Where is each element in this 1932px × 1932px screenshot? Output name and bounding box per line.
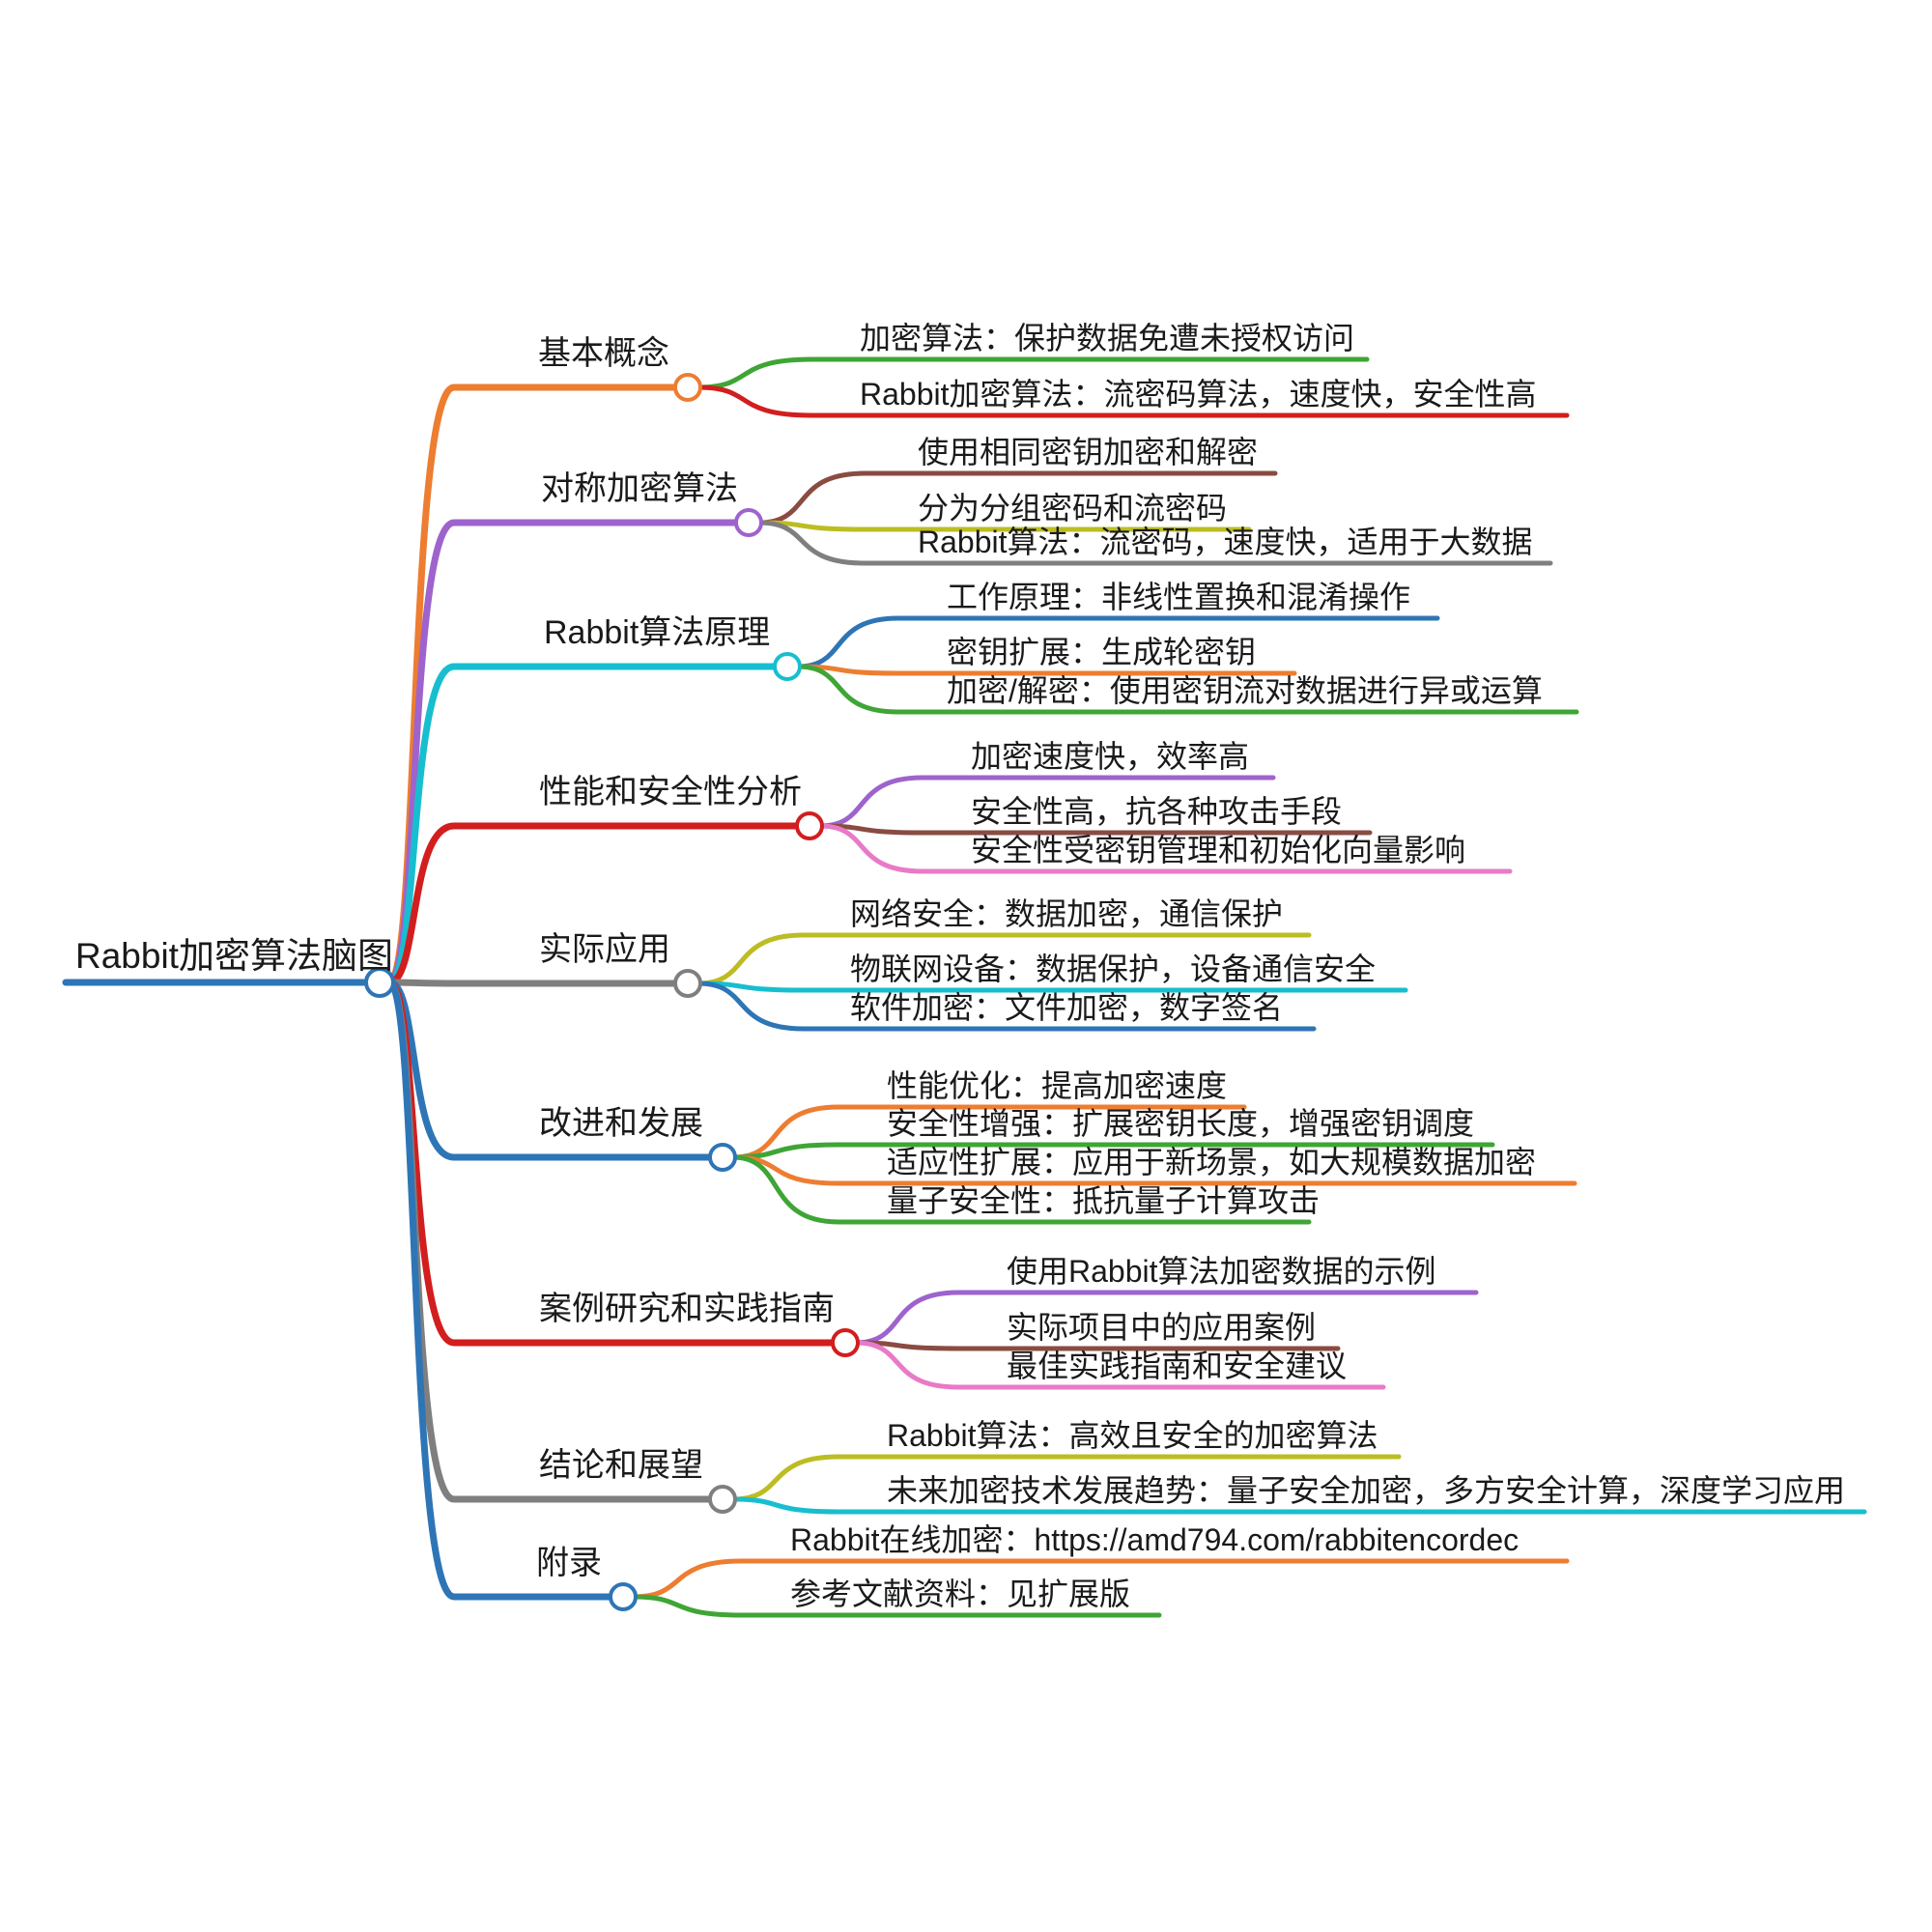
- branch-label[interactable]: 性能和安全性分析: [539, 774, 802, 810]
- leaf-label: 加密/解密：使用密钥流对数据进行异或运算: [947, 673, 1543, 708]
- branch-node[interactable]: [708, 1485, 737, 1514]
- branch-label[interactable]: 改进和发展: [539, 1105, 703, 1142]
- branch-label[interactable]: 案例研究和实践指南: [539, 1291, 835, 1327]
- branch-connector: [385, 519, 742, 986]
- leaf-label: Rabbit在线加密：https://amd794.com/rabbitenco…: [790, 1522, 1520, 1557]
- leaf-label: 加密速度快，效率高: [971, 739, 1250, 774]
- leaf-label: 安全性增强：扩展密钥长度，增强密钥调度: [887, 1106, 1475, 1141]
- branch-label[interactable]: 对称加密算法: [541, 470, 738, 507]
- branch-node[interactable]: [773, 652, 802, 681]
- branch-node[interactable]: [673, 373, 702, 402]
- branch-label[interactable]: 结论和展望: [539, 1447, 703, 1484]
- leaf-label: 分为分组密码和流密码: [918, 491, 1228, 526]
- branch-connector: [385, 979, 838, 1347]
- leaf-label: 安全性高，抗各种攻击手段: [971, 794, 1343, 829]
- leaf-label: 加密算法：保护数据免遭未授权访问: [860, 321, 1355, 355]
- branch-connector: [385, 979, 616, 1601]
- branch-connector: [385, 979, 681, 987]
- leaf-label: 物联网设备：数据保护，设备通信安全: [850, 952, 1377, 986]
- leaf-label: 性能优化：提高加密速度: [887, 1068, 1228, 1103]
- branch-label[interactable]: 基本概念: [538, 335, 669, 372]
- branch-node[interactable]: [795, 811, 824, 840]
- leaf-label: Rabbit算法：高效且安全的加密算法: [887, 1418, 1378, 1453]
- leaf-label: 密钥扩展：生成轮密钥: [947, 635, 1257, 669]
- leaf-label: 网络安全：数据加密，通信保护: [850, 896, 1284, 931]
- leaf-label: 使用相同密钥加密和解密: [918, 435, 1259, 469]
- leaf-label: Rabbit加密算法：流密码算法，速度快，安全性高: [860, 377, 1537, 412]
- leaf-label: 未来加密技术发展趋势：量子安全加密，多方安全计算，深度学习应用: [887, 1473, 1846, 1508]
- leaf-label: 工作原理：非线性置换和混淆操作: [947, 580, 1411, 614]
- branch-node[interactable]: [609, 1582, 638, 1611]
- leaf-label: 实际项目中的应用案例: [1007, 1310, 1317, 1345]
- leaf-label: 参考文献资料：见扩展版: [790, 1577, 1131, 1611]
- leaf-label: 安全性受密钥管理和初始化向量影响: [971, 833, 1466, 867]
- branch-node[interactable]: [734, 508, 763, 537]
- leaf-label: 使用Rabbit算法加密数据的示例: [1007, 1254, 1436, 1289]
- branch-label[interactable]: 附录: [536, 1545, 602, 1581]
- leaf-label: 量子安全性：抵抗量子计算攻击: [887, 1183, 1321, 1218]
- leaf-label: Rabbit算法：流密码，速度快，适用于大数据: [918, 525, 1533, 559]
- branch-node[interactable]: [831, 1328, 860, 1357]
- branch-label[interactable]: Rabbit算法原理: [544, 614, 771, 651]
- branch-label[interactable]: 实际应用: [539, 931, 670, 968]
- leaf-label: 软件加密：文件加密，数字签名: [850, 990, 1284, 1025]
- leaf-label: 适应性扩展：应用于新场景，如大规模数据加密: [887, 1145, 1537, 1179]
- branch-connector: [385, 979, 716, 1503]
- root-label[interactable]: Rabbit加密算法脑图: [75, 936, 393, 976]
- branch-node[interactable]: [708, 1143, 737, 1172]
- leaf-label: 最佳实践指南和安全建议: [1007, 1349, 1348, 1383]
- branch-node[interactable]: [673, 969, 702, 998]
